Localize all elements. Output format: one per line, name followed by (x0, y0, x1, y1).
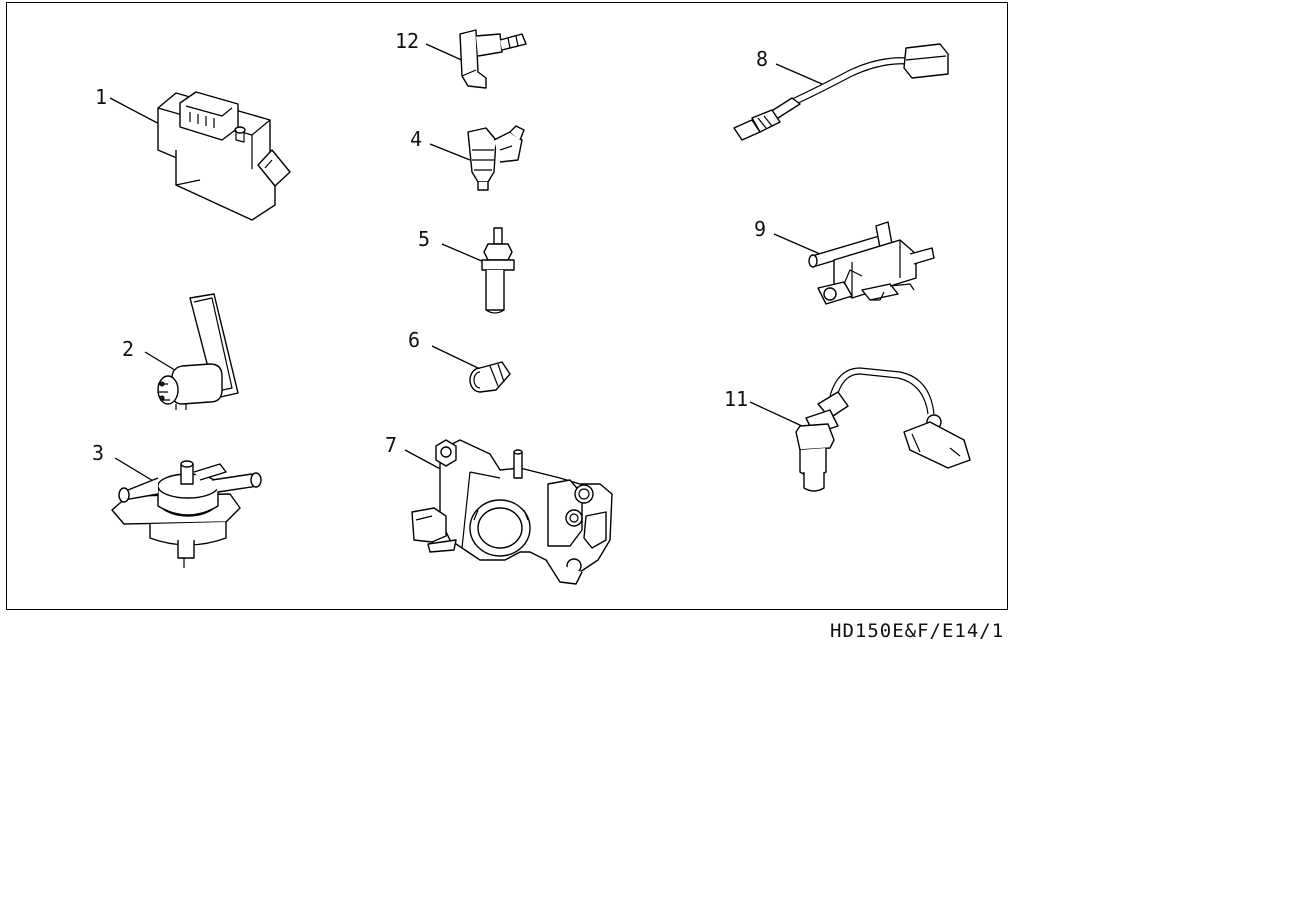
part-8-oxygen-sensor[interactable]: 8 (733, 43, 949, 141)
callout-number-11: 11 (724, 387, 748, 411)
part-12-sensor[interactable]: 12 (395, 29, 527, 89)
callout-number-1: 1 (95, 85, 107, 109)
callout-number-4: 4 (410, 127, 422, 151)
part-6-fitting[interactable]: 6 (408, 328, 511, 393)
leader-line-7 (404, 449, 447, 473)
leader-line-4 (429, 143, 471, 161)
callout-number-12: 12 (395, 29, 419, 53)
callout-number-6: 6 (408, 328, 420, 352)
leader-line-8 (775, 63, 823, 85)
callout-number-8: 8 (756, 47, 768, 71)
leader-line-5 (441, 243, 485, 263)
part-3-pressure-regulator[interactable]: 3 (92, 441, 262, 568)
drawing-reference-code: HD150E&F/E14/1 (830, 620, 1005, 642)
part-9-pump[interactable]: 9 (754, 217, 935, 305)
part-5-temperature-sensor[interactable]: 5 (418, 227, 515, 314)
part-2-fuel-pump[interactable]: 2 (122, 293, 239, 410)
leader-line-12 (425, 43, 467, 63)
leader-line-1 (109, 97, 166, 128)
callout-number-5: 5 (418, 227, 430, 251)
part-11-sensor-harness[interactable]: 11 (724, 367, 971, 492)
part-7-throttle-body[interactable]: 7 (385, 433, 613, 585)
part-1-ecu[interactable]: 1 (95, 85, 291, 221)
callout-number-9: 9 (754, 217, 766, 241)
callout-number-3: 3 (92, 441, 104, 465)
leader-line-6 (431, 345, 479, 369)
callout-number-7: 7 (385, 433, 397, 457)
leader-line-9 (773, 233, 821, 255)
part-4-injector[interactable]: 4 (410, 125, 525, 191)
callout-number-2: 2 (122, 337, 134, 361)
diagram-frame (6, 2, 1008, 610)
leader-line-11 (749, 401, 803, 427)
